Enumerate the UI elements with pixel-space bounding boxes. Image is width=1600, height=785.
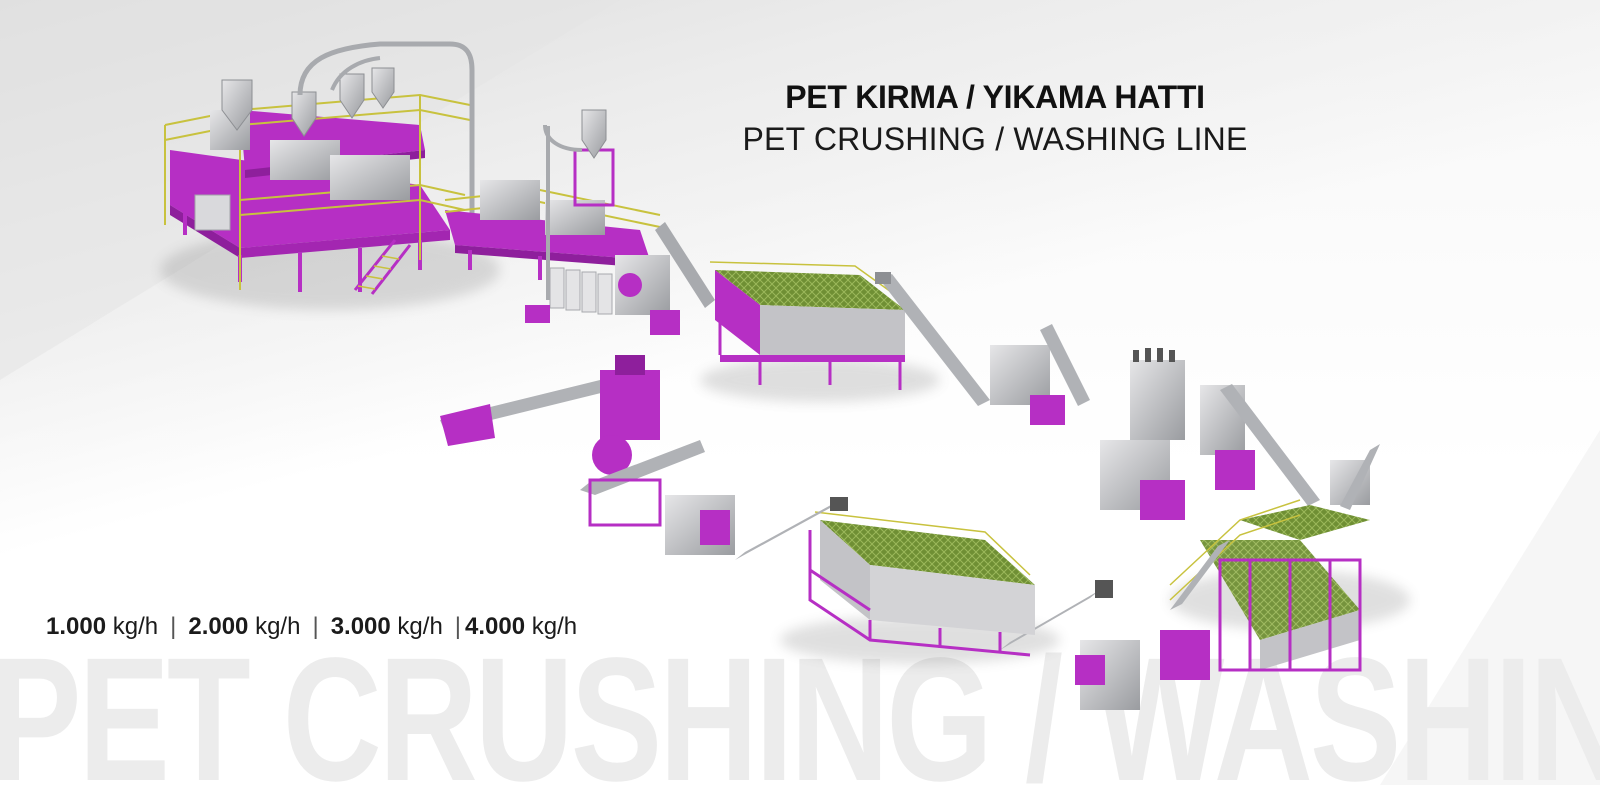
capacity-list: 1.000 kg/h|2.000 kg/h|3.000 kg/h|4.000 k… bbox=[46, 612, 577, 642]
title-block: PET KIRMA / YIKAMA HATTI PET CRUSHING / … bbox=[700, 76, 1290, 160]
drying-unit bbox=[444, 109, 715, 335]
capacity-separator: | bbox=[454, 613, 462, 640]
separation-plant bbox=[164, 41, 475, 295]
washing-tank-right bbox=[1160, 499, 1370, 680]
capacity-item: 2.000 kg/h bbox=[188, 613, 301, 640]
title-turkish: PET KIRMA / YIKAMA HATTI bbox=[785, 79, 1205, 115]
washing-tank-lower bbox=[735, 497, 1035, 657]
crusher bbox=[440, 355, 735, 555]
capacity-separator: | bbox=[312, 613, 319, 640]
washing-tank-upper bbox=[709, 261, 990, 406]
friction-washers bbox=[990, 324, 1380, 520]
centrifugal-dryer bbox=[1000, 580, 1140, 710]
capacity-item: 4.000 kg/h bbox=[465, 613, 578, 640]
title-english: PET CRUSHING / WASHING LINE bbox=[742, 121, 1248, 157]
capacity-item: 3.000 kg/h bbox=[330, 613, 443, 640]
capacity-separator: | bbox=[170, 613, 177, 640]
capacity-item: 1.000 kg/h bbox=[46, 613, 159, 640]
